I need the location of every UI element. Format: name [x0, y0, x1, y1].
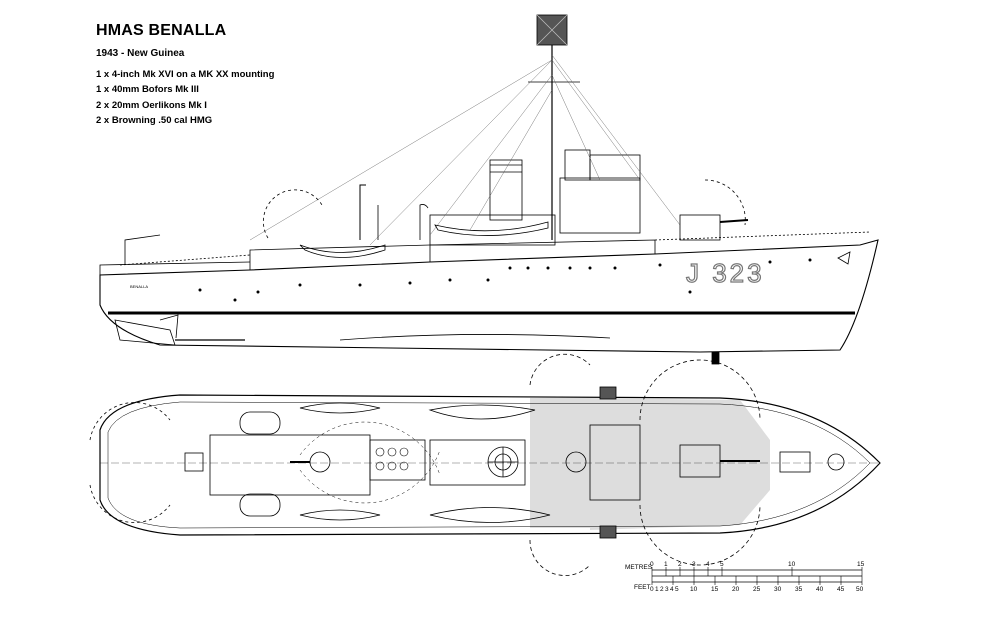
motor-boat-port [299, 402, 381, 414]
side-profile: J 323 BENALLA [99, 14, 879, 365]
mast-plan [565, 451, 587, 473]
metre-tick-0: 0 [650, 561, 654, 568]
stern-name: BENALLA [130, 284, 148, 289]
funnel [489, 159, 523, 221]
fire-arc-4inch [639, 359, 761, 421]
scale-bar [651, 567, 863, 585]
feet-tick-30: 30 [774, 586, 782, 593]
metre-tick-3: 3 [692, 561, 696, 568]
hull-plan [99, 394, 881, 536]
feet-tick-3: 3 [665, 586, 669, 593]
motor-boat-stbd [299, 509, 381, 521]
vent-grid [375, 447, 409, 471]
feet-tick-1: 1 [655, 586, 659, 593]
feet-tick-15: 15 [711, 586, 719, 593]
engine-casing [429, 439, 526, 486]
feet-tick-35: 35 [795, 586, 803, 593]
feet-tick-40: 40 [816, 586, 824, 593]
four-inch-gun-profile [679, 214, 749, 241]
feet-tick-50: 50 [856, 586, 864, 593]
metre-tick-2: 2 [678, 561, 682, 568]
feet-tick-20: 20 [732, 586, 740, 593]
scale-labels: METRES FEET 0 1 2 3 4 5 10 15 0 1 2 3 4 … [625, 561, 865, 593]
compass-platform [564, 149, 591, 181]
metres-label: METRES [625, 564, 653, 571]
metre-tick-10: 10 [788, 561, 796, 568]
motor-boat-profile [299, 244, 386, 258]
armament-line-4: 2 x Browning .50 cal HMG [96, 115, 213, 126]
feet-tick-10: 10 [690, 586, 698, 593]
drawing-title: HMAS BENALLA [96, 22, 227, 39]
drawing-subtitle: 1943 - New Guinea [96, 48, 185, 59]
whaler-port [428, 404, 536, 420]
bofors-plan [290, 451, 331, 473]
aft-deckhouse [209, 434, 371, 496]
hull-number: J 323 [686, 258, 765, 288]
armament-line-1: 1 x 4-inch Mk XVI on a MK XX mounting [96, 69, 275, 80]
hull-profile [99, 239, 879, 353]
portholes [198, 258, 812, 302]
sponson-stbd [599, 525, 617, 539]
plan-view [89, 353, 881, 576]
feet-tick-2: 2 [660, 586, 664, 593]
feet-tick-0: 0 [650, 586, 654, 593]
bridge-plan [589, 424, 641, 501]
metre-tick-1: 1 [664, 561, 668, 568]
whaler-profile [434, 221, 549, 236]
feet-label: FEET [634, 584, 651, 591]
armament-line-2: 1 x 40mm Bofors Mk III [96, 84, 199, 95]
feet-tick-45: 45 [837, 586, 845, 593]
metre-tick-4: 4 [706, 561, 710, 568]
asdic-dome [711, 351, 720, 365]
armament-line-3: 2 x 20mm Oerlikons Mk I [96, 100, 207, 111]
feet-tick-4: 4 [670, 586, 674, 593]
rudder [114, 319, 176, 346]
sponson-port [599, 386, 617, 400]
whaler-stbd [429, 507, 551, 523]
feet-tick-5: 5 [675, 586, 679, 593]
aft-hatch [184, 452, 204, 472]
metre-tick-5: 5 [720, 561, 724, 568]
anchor-capstan [779, 451, 811, 473]
metre-tick-15: 15 [857, 561, 865, 568]
feet-tick-25: 25 [753, 586, 761, 593]
engine-room-vents [369, 439, 426, 481]
bridge [559, 177, 641, 234]
